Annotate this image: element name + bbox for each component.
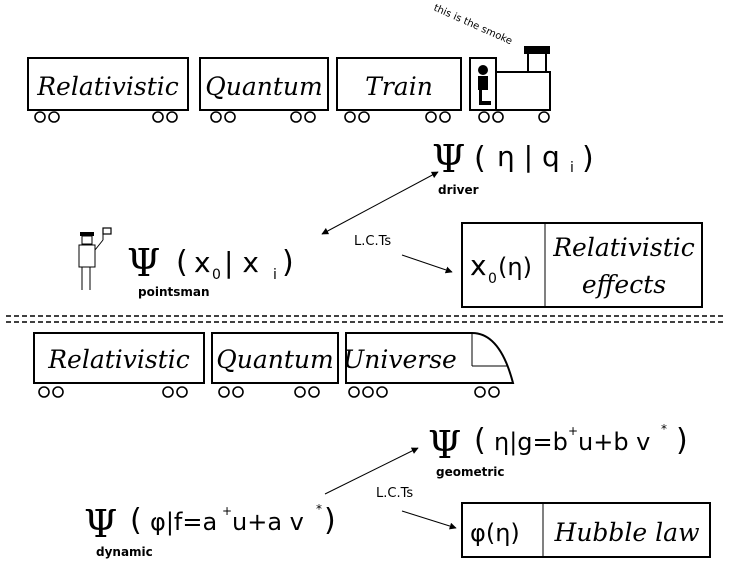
wheels-top — [34, 111, 550, 123]
effects-box-left-sub: 0 — [488, 271, 497, 287]
dynamic-state: Ψ ( φ|f=a + u+a v * ) dynamic — [84, 502, 336, 559]
wheels-bottom — [38, 386, 500, 398]
car-universe-bottom — [345, 332, 515, 384]
pointsman-sub-b: i — [273, 267, 277, 283]
lct-label-top: L.C.Ts — [354, 234, 391, 249]
locomotive — [469, 46, 551, 111]
driver-state: Ψ ( η | q i ) driver — [432, 137, 594, 197]
geometric-sup2: * — [661, 422, 667, 436]
driver-close-paren: ) — [582, 141, 594, 176]
effects-box-line1: Relativistic — [552, 233, 695, 262]
car-quantum-bottom — [211, 332, 339, 384]
effects-box-left: x — [470, 249, 487, 282]
car-label-train-top: Train — [365, 72, 433, 101]
lct-label-bottom: L.C.Ts — [376, 486, 413, 501]
car-quantum-top — [199, 57, 329, 111]
psi-pointsman: Ψ — [127, 241, 160, 285]
train-top: Relativistic Quantum Train — [27, 46, 551, 123]
smoke-text: this is the smoke — [432, 3, 514, 48]
geometric-mid: u+b v — [578, 428, 650, 456]
relativistic-effects-box: x 0 (η) Relativistic effects — [461, 222, 703, 308]
geometric-content: η|g=b — [494, 428, 568, 456]
arrow-driver-pointsman — [321, 171, 439, 235]
effects-box-left-tail: (η) — [498, 253, 532, 281]
dynamic-mid: u+a v — [232, 508, 304, 536]
driver-content: η | q — [497, 140, 560, 173]
car-label-universe-bottom: Universe — [343, 345, 457, 374]
dynamic-sup1: + — [222, 504, 232, 518]
effects-box-line2: effects — [582, 270, 666, 299]
dynamic-content: φ|f=a — [150, 508, 217, 536]
dynamic-label: dynamic — [96, 545, 153, 559]
dynamic-close-paren: ) — [324, 503, 336, 538]
geometric-state: Ψ ( η|g=b + u+b v * ) geometric — [428, 422, 688, 479]
pointsman-figure — [78, 227, 112, 290]
geometric-sup1: + — [568, 424, 578, 438]
section-divider — [6, 315, 724, 323]
car-train-top — [336, 57, 462, 111]
car-relativistic-top — [27, 57, 189, 111]
driver-sub: i — [570, 160, 574, 176]
car-label-relativistic-top: Relativistic — [36, 72, 179, 101]
dynamic-sup2: * — [316, 502, 322, 516]
hubble-box-right: Hubble law — [554, 518, 700, 547]
train-bottom: Relativistic Quantum Universe — [33, 332, 515, 398]
car-label-relativistic-bottom: Relativistic — [47, 345, 190, 374]
pointsman-close-paren: ) — [282, 245, 294, 280]
pointsman-sub-a: 0 — [212, 267, 221, 283]
pointsman-mid: | x — [224, 246, 259, 279]
dynamic-open-paren: ( — [130, 503, 142, 538]
driver-label: driver — [438, 183, 479, 197]
hubble-box-left: φ(η) — [470, 519, 520, 547]
psi-dynamic: Ψ — [84, 502, 117, 546]
pointsman-open-paren: ( — [176, 245, 188, 280]
psi-driver: Ψ — [432, 137, 465, 181]
arrow-lct-bottom — [401, 510, 457, 530]
geometric-label: geometric — [436, 465, 505, 479]
pointsman-label: pointsman — [138, 285, 210, 299]
geometric-close-paren: ) — [676, 423, 688, 458]
psi-geometric: Ψ — [428, 423, 461, 467]
pointsman-state: Ψ ( x 0 | x i ) pointsman — [127, 241, 294, 299]
driver-figure — [478, 65, 491, 105]
arrow-lct-top — [401, 254, 453, 274]
geometric-open-paren: ( — [474, 423, 486, 458]
driver-open-paren: ( — [474, 141, 486, 176]
car-label-quantum-bottom: Quantum — [216, 345, 333, 374]
car-label-quantum-top: Quantum — [205, 72, 322, 101]
arrow-dynamic-geometric — [324, 447, 419, 495]
pointsman-content-a: x — [194, 246, 211, 279]
car-relativistic-bottom — [33, 332, 205, 384]
hubble-law-box: φ(η) Hubble law — [461, 502, 711, 558]
